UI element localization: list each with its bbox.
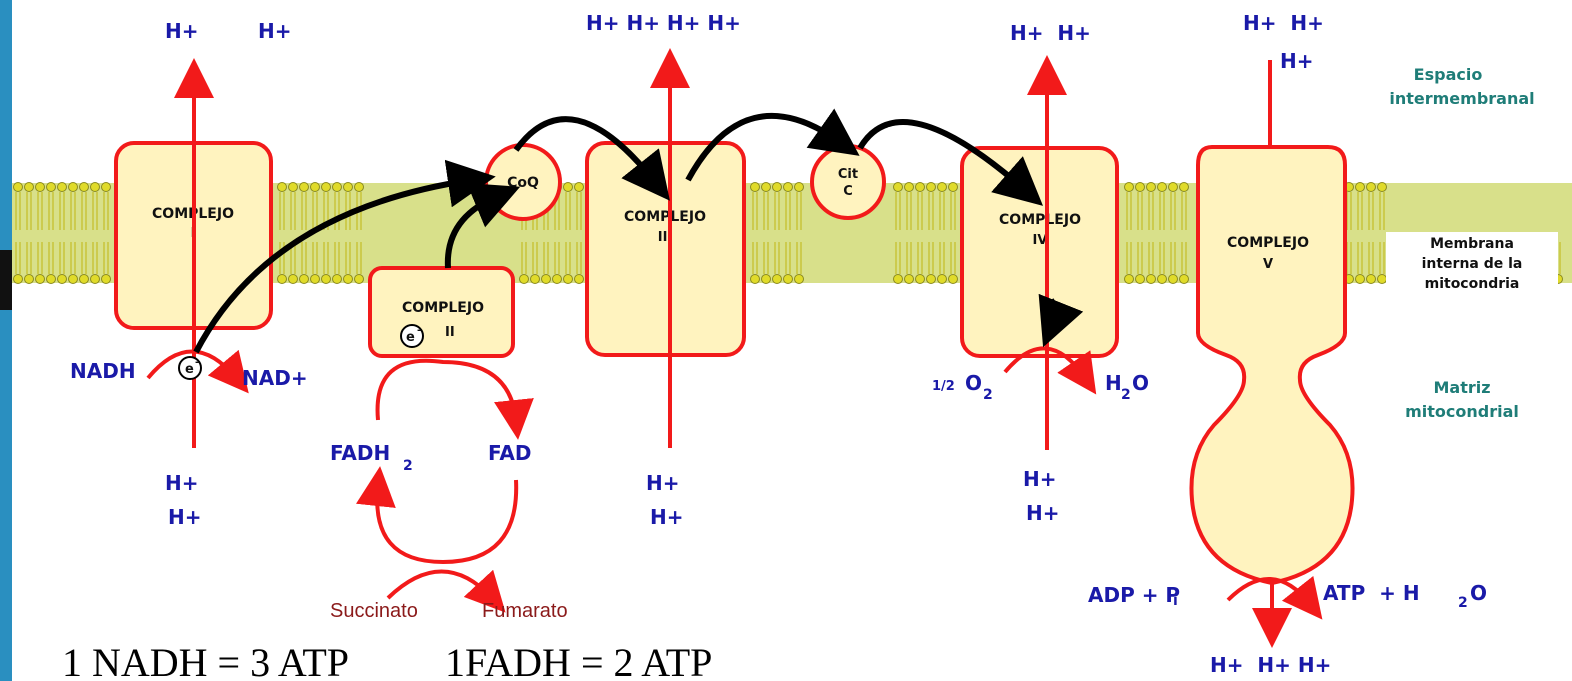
complex-iv-number: IV bbox=[1033, 233, 1048, 248]
left-edge-strip bbox=[0, 0, 12, 681]
coq-label: CoQ bbox=[507, 175, 539, 191]
region-labels: Espacio intermembranal Matriz mitocondri… bbox=[1389, 65, 1534, 421]
atp-label: ATP + H bbox=[1323, 581, 1420, 605]
svg-text:e: e bbox=[185, 362, 194, 377]
svg-text:mitocondria: mitocondria bbox=[1425, 276, 1520, 292]
complex-ii-number: II bbox=[445, 325, 455, 340]
proton-labels: H+ H+ H+ H+ H+ H+ H+ H+ H+ H+ H+ H+ H+ H… bbox=[165, 11, 1331, 677]
o2-prefix: 1/2 bbox=[932, 379, 955, 394]
c3-bottom-h1: H+ bbox=[646, 471, 680, 495]
c1-bottom-h2: H+ bbox=[168, 505, 202, 529]
h2o-h: H bbox=[1105, 371, 1122, 395]
nadh-label: NADH bbox=[70, 359, 136, 383]
svg-text:-: - bbox=[195, 357, 199, 368]
o2-label: O bbox=[965, 371, 982, 395]
cyt-c-letter: C bbox=[843, 184, 853, 199]
membrane-label-box: Membrana interna de la mitocondria bbox=[1386, 232, 1558, 298]
svg-text:2: 2 bbox=[1458, 595, 1468, 611]
reaction-arrows bbox=[146, 346, 1323, 620]
electron-icon: e - bbox=[400, 324, 424, 348]
svg-text:interna de la: interna de la bbox=[1422, 256, 1523, 272]
svg-text:O: O bbox=[1470, 581, 1487, 605]
nadh-atp-equation: 1 NADH = 3 ATP bbox=[62, 640, 349, 681]
svg-text:2: 2 bbox=[403, 458, 413, 474]
complex-iv: COMPLEJO IV bbox=[960, 146, 1119, 358]
fumarato-label: Fumarato bbox=[482, 600, 568, 622]
coenzyme-q: CoQ bbox=[484, 143, 562, 221]
c5-top-h1: H+ H+ bbox=[1243, 11, 1324, 35]
svg-text:i: i bbox=[1173, 593, 1178, 609]
atp-yield-equations: 1 NADH = 3 ATP 1FADH = 2 ATP bbox=[62, 640, 712, 681]
fadh-atp-equation: 1FADH = 2 ATP bbox=[445, 640, 712, 681]
c5-bottom-h: H+ H+ H+ bbox=[1210, 653, 1331, 677]
svg-text:2: 2 bbox=[983, 387, 993, 403]
complex-v-label: COMPLEJO bbox=[1227, 235, 1309, 251]
svg-text:-: - bbox=[417, 325, 421, 336]
c3-bottom-h2: H+ bbox=[650, 505, 684, 529]
c1-top-h2: H+ bbox=[258, 19, 292, 43]
complex-iii-label: COMPLEJO bbox=[624, 209, 706, 225]
succinato-label: Succinato bbox=[330, 600, 418, 622]
metabolite-labels: NADH NAD+ FADH 2 FAD 1/2 O 2 H 2 O ADP +… bbox=[70, 359, 1487, 611]
matriz-label: Matriz bbox=[1433, 378, 1490, 397]
c3-top-h: H+ H+ H+ H+ bbox=[586, 11, 741, 35]
complex-iii: COMPLEJO III bbox=[585, 141, 746, 357]
mitocondrial-label: mitocondrial bbox=[1405, 402, 1519, 421]
c5-top-h2: H+ bbox=[1280, 49, 1314, 73]
fad-label: FAD bbox=[488, 441, 531, 465]
complex-v-number: V bbox=[1263, 257, 1273, 272]
cytochrome-c: Cit C bbox=[810, 144, 886, 220]
nad-label: NAD+ bbox=[242, 366, 308, 390]
c4-bottom-h1: H+ bbox=[1023, 467, 1057, 491]
proton-pump-arrows bbox=[174, 48, 1292, 648]
fadh2-label: FADH bbox=[330, 441, 390, 465]
c1-bottom-h1: H+ bbox=[165, 471, 199, 495]
complex-v: COMPLEJO V bbox=[1189, 145, 1355, 586]
complex-ii: COMPLEJO II bbox=[368, 266, 515, 358]
intermembranal-label: intermembranal bbox=[1389, 89, 1534, 108]
c4-bottom-h2: H+ bbox=[1026, 501, 1060, 525]
adp-label: ADP + P bbox=[1088, 583, 1180, 607]
svg-text:2: 2 bbox=[1121, 387, 1131, 403]
complex-iv-label: COMPLEJO bbox=[999, 212, 1081, 228]
cyt-c-label: Cit bbox=[838, 167, 858, 182]
c4-top-h: H+ H+ bbox=[1010, 21, 1091, 45]
electron-flow-arrows bbox=[193, 108, 1084, 354]
svg-text:e: e bbox=[406, 330, 415, 345]
substrate-labels: Succinato Fumarato bbox=[330, 600, 568, 622]
complex-ii-label: COMPLEJO bbox=[402, 300, 484, 316]
h2o-o: O bbox=[1132, 371, 1149, 395]
espacio-label: Espacio bbox=[1414, 65, 1483, 84]
c1-top-h1: H+ bbox=[165, 19, 199, 43]
electron-icon: e - bbox=[178, 356, 202, 380]
svg-text:Membrana: Membrana bbox=[1430, 236, 1514, 252]
